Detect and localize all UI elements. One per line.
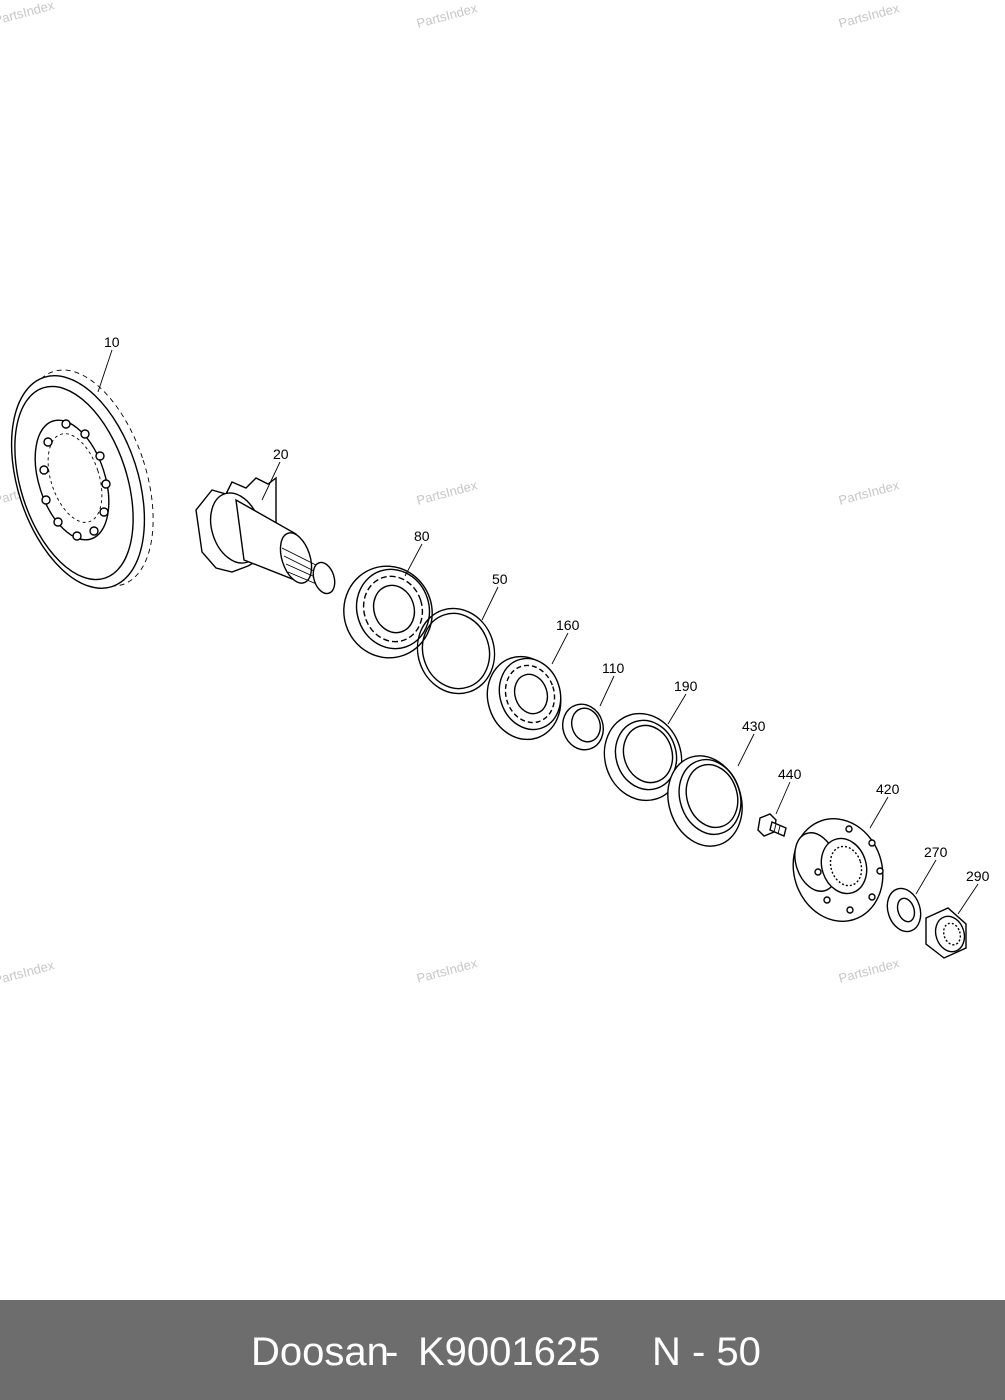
footer-bar: Doosan - K9001625 N - 50 bbox=[0, 1300, 1005, 1400]
footer-separator: - bbox=[385, 1330, 399, 1374]
part-80-bearing bbox=[343, 565, 433, 659]
leader-lines bbox=[97, 349, 979, 915]
callout-190: 190 bbox=[674, 678, 698, 694]
watermark-mid-right: PartsIndex bbox=[837, 477, 901, 508]
part-290-nut bbox=[925, 907, 967, 959]
part-20-pinion-shaft bbox=[195, 476, 336, 595]
callout-420: 420 bbox=[876, 781, 900, 797]
footer-page-reference: N - 50 bbox=[652, 1330, 761, 1374]
exploded-parts-diagram: PartsIndex PartsIndex PartsIndex PartsIn… bbox=[0, 0, 990, 988]
part-160-bearing bbox=[486, 655, 562, 741]
callout-290: 290 bbox=[966, 868, 990, 884]
callout-430: 430 bbox=[742, 718, 766, 734]
callout-110: 110 bbox=[602, 660, 625, 676]
part-50-ring bbox=[416, 607, 496, 695]
callout-270: 270 bbox=[924, 844, 948, 860]
callout-20: 20 bbox=[273, 446, 289, 462]
footer-part-number: K9001625 bbox=[418, 1330, 601, 1374]
callout-50: 50 bbox=[492, 571, 508, 587]
footer-brand: Doosan bbox=[251, 1330, 389, 1374]
part-10-ring-gear bbox=[10, 369, 154, 589]
watermark-bottom-left: PartsIndex bbox=[0, 957, 56, 988]
part-440-bolt bbox=[757, 813, 787, 837]
watermark-mid-center: PartsIndex bbox=[415, 477, 479, 508]
callouts: 10 20 80 50 160 110 190 430 440 420 270 … bbox=[104, 334, 990, 884]
watermark-bottom-center: PartsIndex bbox=[415, 955, 479, 986]
callout-160: 160 bbox=[556, 617, 580, 633]
part-430-cover bbox=[667, 755, 743, 847]
watermark-top-left: PartsIndex bbox=[0, 0, 56, 28]
callout-80: 80 bbox=[414, 528, 430, 544]
part-420-flange bbox=[792, 818, 884, 922]
part-270-washer bbox=[886, 887, 922, 933]
callout-10: 10 bbox=[104, 334, 120, 350]
callout-440: 440 bbox=[778, 766, 802, 782]
watermark-top-right: PartsIndex bbox=[837, 0, 901, 31]
part-190-seal bbox=[603, 712, 683, 802]
watermark-bottom-right: PartsIndex bbox=[837, 955, 901, 986]
part-110-collar bbox=[561, 703, 605, 751]
watermark-top-center: PartsIndex bbox=[415, 0, 479, 31]
